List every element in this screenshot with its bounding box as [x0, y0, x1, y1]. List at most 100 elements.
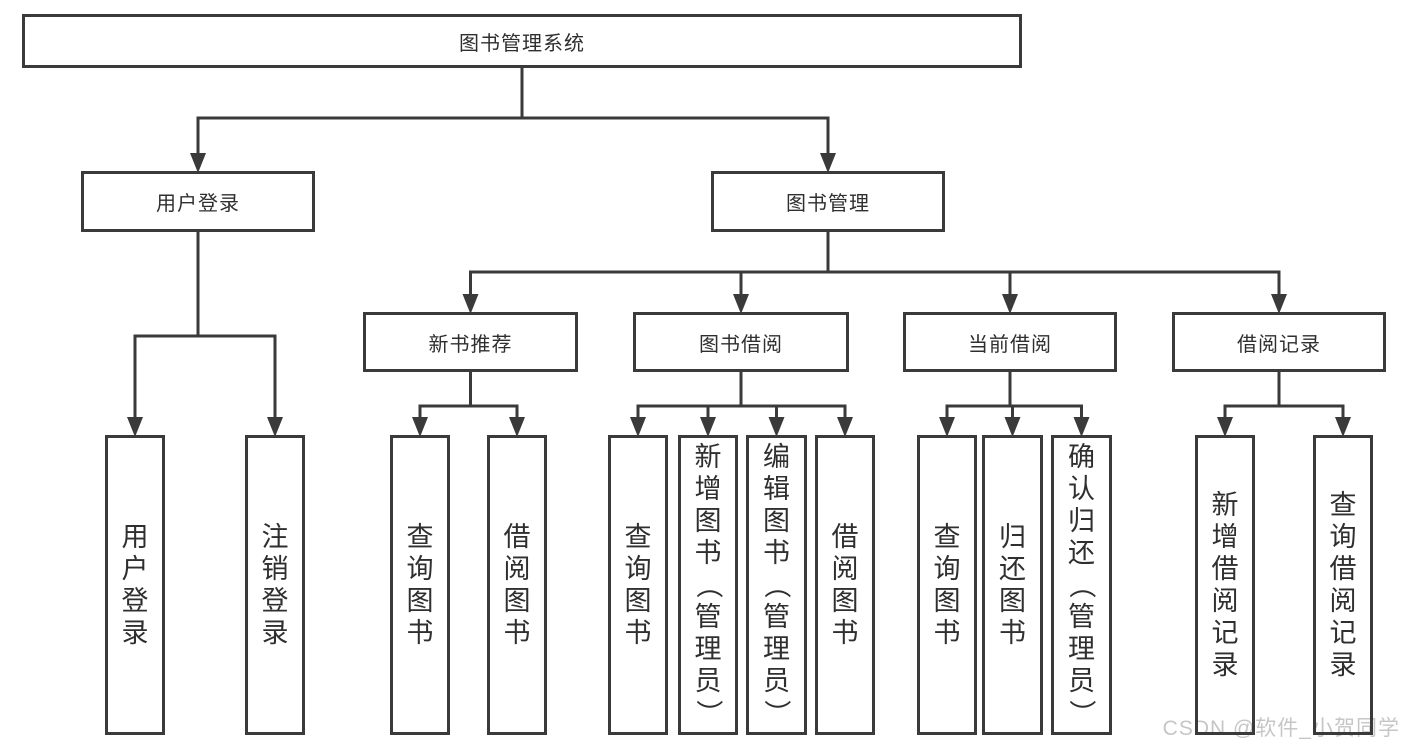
arrowhead-down-icon — [837, 417, 853, 437]
node-rec-borrow-books: 借阅图书 — [487, 435, 547, 735]
arrowhead-down-icon — [630, 417, 646, 437]
vertical-label-glyph: 图 — [694, 506, 722, 536]
vertical-label-glyph: 阅 — [831, 554, 859, 584]
node-borrow-records: 借阅记录 — [1172, 312, 1386, 372]
vertical-label-glyph: 书 — [624, 618, 652, 648]
vertical-label-glyph: 阅 — [503, 554, 531, 584]
vertical-label-glyph: 书 — [831, 618, 859, 648]
vertical-label-glyph: 查 — [1329, 490, 1357, 520]
vertical-label-glyph: 图 — [624, 586, 652, 616]
node-cur-return-books: 归还图书 — [982, 435, 1043, 735]
vertical-label-glyph: 询 — [624, 554, 652, 584]
vertical-label-glyph: 图 — [999, 586, 1026, 616]
vertical-label-glyph: 员 — [1068, 666, 1095, 696]
vertical-label-glyph: 管 — [763, 602, 790, 632]
node-root: 图书管理系统 — [22, 14, 1022, 68]
arrowhead-down-icon — [1217, 417, 1233, 437]
vertical-label-glyph: 书 — [763, 538, 790, 568]
vertical-label-glyph: 增 — [694, 474, 722, 504]
vertical-label-glyph: 书 — [999, 618, 1026, 648]
vertical-label-glyph: 询 — [933, 554, 961, 584]
node-book-borrow: 图书借阅 — [633, 312, 849, 372]
vertical-label-glyph: 认 — [1068, 474, 1095, 504]
arrowhead-down-icon — [1073, 417, 1090, 437]
node-rec-query-books: 查询图书 — [390, 435, 450, 735]
node-label: 用户登录 — [156, 193, 240, 215]
vertical-label-glyph: 辑 — [763, 474, 790, 504]
vertical-label-glyph: 记 — [1329, 618, 1357, 648]
vertical-paren-glyph: （ — [693, 571, 723, 599]
vertical-label-glyph: 借 — [503, 522, 531, 552]
vertical-label-glyph: 记 — [1211, 618, 1239, 648]
node-label: 借阅记录 — [1237, 333, 1321, 356]
vertical-label-glyph: 询 — [1329, 522, 1357, 552]
watermark-text: CSDN @软件_小贺同学 — [1162, 717, 1400, 740]
vertical-label-glyph: 理 — [1068, 634, 1095, 664]
vertical-label-glyph: 图 — [406, 586, 434, 616]
vertical-label-glyph: 归 — [999, 522, 1026, 552]
arrowhead-down-icon — [700, 417, 716, 437]
arrowhead-down-icon — [127, 417, 143, 437]
node-bor-borrow-books: 借阅图书 — [815, 435, 875, 735]
node-user-login: 用户登录 — [105, 435, 165, 735]
node-bor-edit-books-admin: 编辑图书（管理员） — [746, 435, 807, 735]
node-user-login-branch: 用户登录 — [81, 171, 315, 232]
vertical-label-glyph: 图 — [933, 586, 961, 616]
vertical-label-glyph: 录 — [1329, 650, 1357, 680]
vertical-label-glyph: 编 — [763, 442, 790, 472]
arrowhead-down-icon — [1335, 417, 1351, 437]
node-logout-login: 注销登录 — [245, 435, 305, 735]
node-label: 图书借阅 — [699, 333, 783, 356]
vertical-label-glyph: 新 — [694, 442, 722, 472]
node-query-borrow-record: 查询借阅记录 — [1313, 435, 1373, 735]
vertical-label-glyph: 查 — [406, 522, 434, 552]
arrowhead-down-icon — [412, 417, 428, 437]
node-current-borrow: 当前借阅 — [903, 312, 1117, 372]
vertical-label-glyph: 用 — [121, 522, 149, 552]
node-cur-confirm-return-admin: 确认归还（管理员） — [1051, 435, 1112, 735]
vertical-label-glyph: 书 — [933, 618, 961, 648]
vertical-label-glyph: 归 — [1068, 506, 1095, 536]
vertical-label-glyph: 图 — [763, 506, 790, 536]
arrowhead-down-icon — [1271, 294, 1287, 314]
node-label: 图书管理 — [786, 193, 870, 215]
vertical-label-glyph: 借 — [1329, 554, 1357, 584]
vertical-label-glyph: 员 — [694, 666, 722, 696]
arrowhead-down-icon — [462, 294, 479, 314]
vertical-label-glyph: 增 — [1211, 522, 1239, 552]
vertical-paren-glyph: ） — [693, 699, 723, 727]
vertical-paren-glyph: ） — [761, 699, 792, 727]
node-cur-query-books: 查询图书 — [917, 435, 977, 735]
vertical-label-glyph: 理 — [694, 634, 722, 664]
arrowhead-down-icon — [267, 417, 283, 437]
vertical-label-glyph: 确 — [1068, 442, 1095, 472]
vertical-label-glyph: 阅 — [1211, 586, 1239, 616]
arrowhead-down-icon — [1002, 294, 1018, 314]
node-label: 当前借阅 — [968, 333, 1052, 356]
vertical-label-glyph: 借 — [831, 522, 859, 552]
vertical-label-glyph: 录 — [1211, 650, 1239, 680]
vertical-label-glyph: 图 — [831, 586, 859, 616]
vertical-label-glyph: 借 — [1211, 554, 1239, 584]
vertical-label-glyph: 书 — [406, 618, 434, 648]
vertical-label-glyph: 新 — [1211, 490, 1239, 520]
arrowhead-down-icon — [1004, 417, 1021, 437]
node-label: 图书管理系统 — [459, 32, 585, 55]
vertical-label-glyph: 书 — [503, 618, 531, 648]
vertical-label-glyph: 书 — [694, 538, 722, 568]
vertical-label-glyph: 管 — [694, 602, 722, 632]
vertical-label-glyph: 员 — [763, 666, 790, 696]
vertical-label-glyph: 录 — [261, 618, 289, 648]
arrowhead-down-icon — [509, 417, 525, 437]
vertical-label-glyph: 录 — [121, 618, 149, 648]
vertical-label-glyph: 还 — [999, 554, 1026, 584]
node-bor-add-books-admin: 新增图书 （ 管理员 ） — [678, 435, 738, 735]
vertical-label-glyph: 销 — [261, 554, 289, 584]
vertical-paren-glyph: （ — [761, 571, 792, 599]
arrowhead-down-icon — [190, 153, 206, 173]
node-label: 新书推荐 — [428, 333, 513, 356]
arrowhead-down-icon — [820, 153, 836, 173]
node-book-mgmt: 图书管理 — [711, 171, 945, 232]
node-new-book-recommend: 新书推荐 — [363, 312, 578, 372]
